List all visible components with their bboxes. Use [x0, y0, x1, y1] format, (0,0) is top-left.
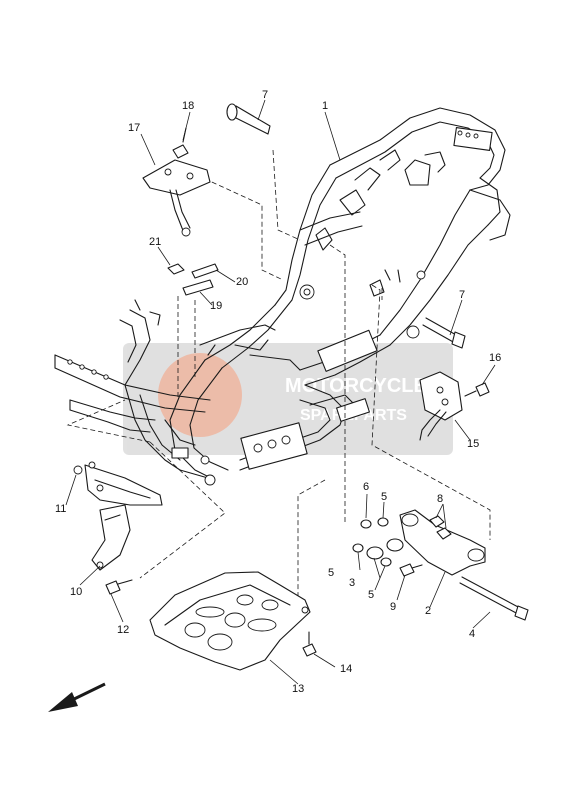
part-3-collar [366, 538, 404, 560]
front-direction-arrow-icon [48, 682, 106, 712]
part-20-strip [191, 263, 219, 279]
callout-12: 12 [117, 624, 129, 636]
leader-lines [65, 99, 496, 685]
callout-5-top: 5 [381, 491, 387, 503]
part-4-long-bolt [459, 576, 529, 621]
callout-20: 20 [236, 276, 248, 288]
callout-2: 2 [425, 605, 431, 617]
callout-17: 17 [128, 122, 140, 134]
callout-11: 11 [55, 503, 66, 515]
callout-18: 18 [182, 100, 194, 112]
callout-7-right: 7 [459, 289, 465, 301]
part-11-bracket [73, 461, 163, 506]
callout-15: 15 [467, 438, 479, 450]
part-9-bolt [399, 563, 423, 577]
part-17-bracket [142, 159, 211, 237]
callout-7-top: 7 [262, 89, 268, 101]
callout-8: 8 [437, 493, 443, 505]
part-13-under-cover [149, 571, 311, 671]
callout-3: 3 [349, 577, 355, 589]
callout-13: 13 [292, 683, 304, 695]
callout-5-bottom: 5 [368, 589, 374, 601]
part-15-bracket [419, 371, 463, 441]
callout-21: 21 [149, 236, 161, 248]
part-7-bolt-top [226, 103, 271, 135]
part-7-bolt-right [422, 317, 466, 349]
assembly-outlines [66, 149, 491, 610]
part-8-nuts [429, 515, 452, 540]
part-19-strip [182, 279, 214, 296]
part-6-washer [360, 519, 372, 529]
callout-5-left: 5 [328, 567, 334, 579]
callout-4: 4 [469, 628, 475, 640]
part-12-bolt [105, 579, 133, 595]
callout-19: 19 [210, 300, 222, 312]
part-18-bolt [172, 127, 189, 159]
callout-9: 9 [390, 601, 396, 613]
callout-6: 6 [363, 481, 369, 493]
callout-14: 14 [340, 663, 352, 675]
callout-labels: 7 18 1 17 21 20 19 7 16 15 6 5 8 11 5 3 … [55, 89, 501, 695]
part-2-engine-bracket [399, 509, 486, 576]
callout-16: 16 [489, 352, 501, 364]
part-14-bolt [302, 631, 317, 657]
part-21-pad [167, 263, 185, 275]
part-10-stay [91, 504, 131, 571]
callout-1: 1 [322, 100, 328, 112]
main-frame [54, 107, 511, 486]
part-16-bolt [464, 382, 490, 397]
callout-10: 10 [70, 586, 82, 598]
